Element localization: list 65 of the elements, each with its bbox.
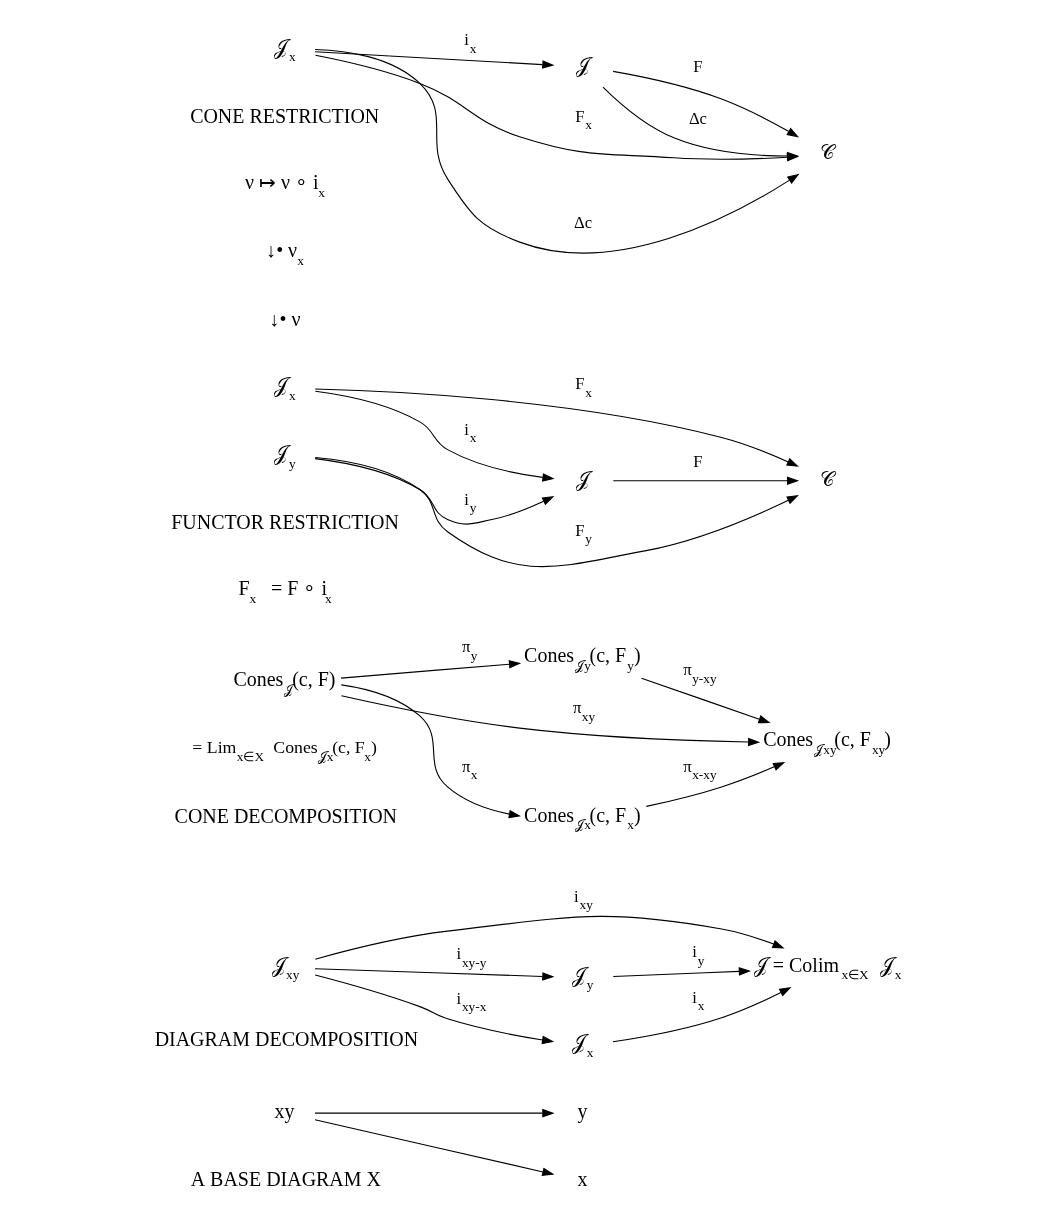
edge-label: i$_{xy}$ — [573, 886, 593, 913]
edge-label: i$_{xy-x}$ — [455, 988, 486, 1015]
arrow — [314, 390, 555, 482]
arrow — [611, 987, 791, 1043]
arrow — [313, 1108, 554, 1118]
label: DIAGRAM DECOMPOSITION — [154, 1027, 418, 1050]
label: ↓• ν — [268, 307, 300, 330]
node-label: = Lim$_{x∈X}$ Cones$_{𝒥x}$(c, F$_{x}$) — [191, 737, 377, 764]
edge-label: F$_{x}$ — [574, 374, 592, 400]
node-text: Cones$_{𝒥x}$(c, F$_{x}$) — [523, 803, 641, 833]
arrow — [314, 388, 799, 467]
label: FUNCTOR RESTRICTION — [170, 510, 399, 533]
arrow — [340, 659, 521, 679]
node-text: 𝒥$_{xy}$ — [271, 953, 299, 983]
label: F$_{x}$ = F ∘ i$_{x}$ — [237, 577, 332, 606]
arrow — [314, 456, 799, 568]
edge-label: Δc — [573, 213, 592, 233]
node-text: xy — [273, 1100, 294, 1123]
label: CONE DECOMPOSITION — [174, 804, 397, 827]
node-text: 𝒥$_{y}$ — [273, 442, 296, 471]
edge-label: F — [692, 56, 703, 76]
arrow — [313, 968, 554, 981]
arrow — [640, 677, 771, 724]
node-text: 𝒥 = Colim$_{x∈X}$ 𝒥$_{x}$ — [753, 953, 901, 983]
arrow — [314, 458, 554, 525]
edge-label: π$_{y}$ — [461, 637, 478, 663]
arrow — [645, 762, 785, 807]
label: CONE RESTRICTION — [189, 104, 379, 127]
arrow — [314, 974, 554, 1045]
arrow — [340, 695, 760, 747]
node-text: y — [576, 1100, 587, 1123]
arrow — [612, 967, 751, 978]
edge-label: π$_{x}$ — [461, 756, 478, 783]
node-text: 𝒞 — [819, 141, 835, 164]
edge-label: π$_{x-xy}$ — [682, 756, 717, 783]
arrow — [612, 476, 799, 485]
arrow — [340, 684, 521, 819]
node-text: Cones$_{𝒥xy}$(c, F$_{xy}$) — [762, 728, 891, 757]
edge-label: π$_{y-xy}$ — [682, 660, 717, 686]
node-text: 𝒥$_{x}$ — [273, 35, 296, 65]
edge-label: π$_{xy}$ — [572, 698, 595, 724]
edge-label: i$_{xy-y}$ — [455, 944, 486, 970]
label: ν ↦ ν ∘ i$_{x}$ — [244, 171, 325, 200]
arrow — [313, 1119, 554, 1176]
node-text: 𝒥$_{x}$ — [273, 374, 296, 403]
edge-label: i$_{x}$ — [691, 987, 704, 1014]
edge-label: i$_{x}$ — [463, 30, 476, 56]
node-text: 𝒥$_{y}$ — [571, 963, 593, 993]
node-text: Cones$_{𝒥y}$(c, F$_{y}$) — [523, 643, 641, 673]
arrow — [314, 915, 785, 960]
edge-label: F — [692, 451, 703, 471]
edge-label: F$_{y}$ — [574, 520, 592, 547]
label: ↓• ν$_{x}$ — [265, 239, 304, 268]
edge-label: F$_{x}$ — [574, 106, 592, 133]
node-text: Cones$_{𝒥}$(c, F) — [232, 668, 335, 697]
edge-label: i$_{y}$ — [691, 942, 704, 968]
edge-label: Δc — [688, 108, 707, 128]
node-text: x — [576, 1167, 587, 1190]
arrow — [612, 70, 799, 138]
label: A BASE DIAGRAM X — [190, 1167, 381, 1190]
node-text: 𝒥$_{x}$ — [571, 1031, 593, 1060]
node-text: 𝒞 — [819, 467, 835, 490]
edge-label: i$_{y}$ — [463, 489, 476, 516]
edge-label: i$_{x}$ — [463, 419, 476, 446]
arrow — [313, 51, 554, 69]
